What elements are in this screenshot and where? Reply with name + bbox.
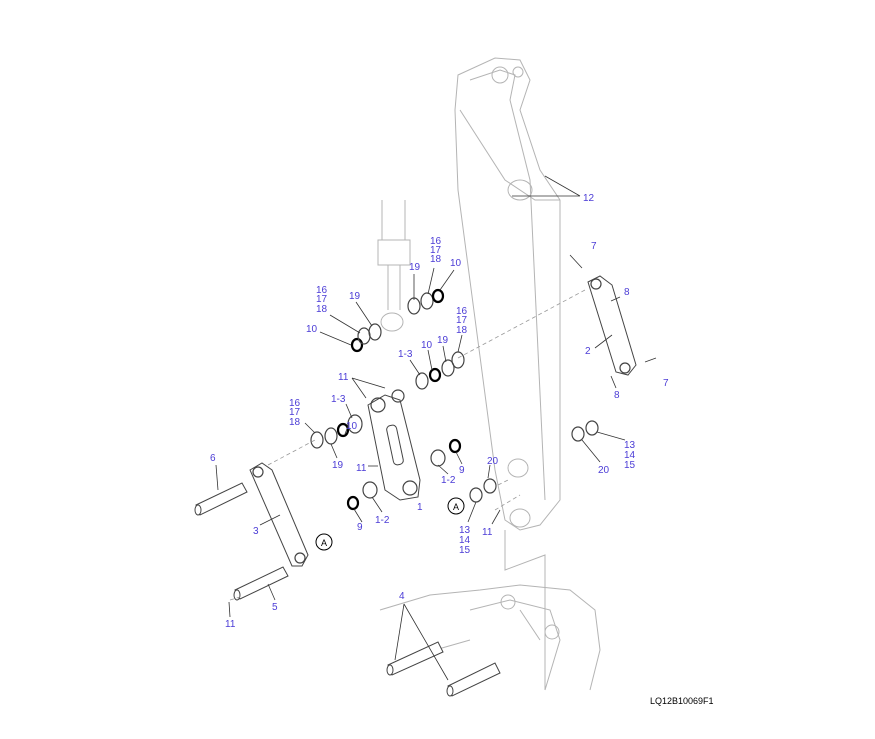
callout: 17 [430, 245, 442, 256]
pins [194, 482, 501, 697]
callout: 16 [316, 285, 328, 296]
link-3 [249, 462, 309, 567]
svg-text:A: A [321, 538, 327, 548]
callout: 8 [614, 390, 620, 401]
assembly-axes [229, 289, 586, 601]
callout: 17 [316, 294, 328, 305]
callout: 16 [289, 398, 301, 409]
callout: 7 [663, 378, 669, 389]
callout: 18 [456, 325, 468, 336]
callout: 11 [338, 372, 349, 383]
leader-lines [215, 175, 626, 681]
callout: 10 [346, 421, 358, 432]
callout: 18 [316, 304, 328, 315]
callout: 11 [482, 527, 493, 538]
callout: 13 [624, 440, 636, 451]
callout: 16 [456, 306, 468, 317]
callout: 1-2 [441, 475, 456, 486]
callout: 3 [253, 526, 259, 537]
callout: 15 [459, 545, 471, 556]
reference-marker-a: A [315, 533, 333, 551]
callout: 1 [417, 502, 423, 513]
callout: 20 [487, 456, 499, 467]
arm-boom [454, 57, 561, 690]
callout: 18 [430, 254, 442, 265]
callout-labels: 12 7 8 2 7 8 13 14 15 20 16 17 18 19 10 … [210, 193, 669, 630]
callout: 19 [349, 291, 361, 302]
callout: 14 [624, 450, 636, 461]
callout: 15 [624, 460, 636, 471]
callout: 12 [583, 193, 595, 204]
callout: 7 [591, 241, 597, 252]
callout: 10 [421, 340, 433, 351]
callout: 1-3 [331, 394, 346, 405]
callout: 18 [289, 417, 301, 428]
callout: 19 [332, 460, 344, 471]
callout: 9 [459, 465, 465, 476]
callout: 9 [357, 522, 363, 533]
drawing-code: LQ12B10069F1 [650, 696, 714, 706]
bucket [379, 584, 601, 691]
callout: 1-2 [375, 515, 390, 526]
callout: 17 [456, 315, 468, 326]
callout: 8 [624, 287, 630, 298]
callout: 10 [450, 258, 462, 269]
link-1 [367, 389, 421, 501]
callout: 2 [585, 346, 591, 357]
svg-text:A: A [453, 502, 459, 512]
callout: 4 [399, 591, 405, 602]
bucket-cylinder [377, 200, 411, 332]
link-2 [569, 254, 657, 376]
callout: 19 [409, 262, 421, 273]
callout: 14 [459, 535, 471, 546]
callout: 11 [225, 619, 236, 630]
callout: 10 [306, 324, 318, 335]
callout: 17 [289, 407, 301, 418]
callout: 16 [430, 236, 442, 247]
callout: 11 [356, 463, 367, 474]
callout: 5 [272, 602, 278, 613]
callout: 6 [210, 453, 216, 464]
callout: 19 [437, 335, 449, 346]
callout: 20 [598, 465, 610, 476]
reference-marker-a: A [447, 497, 465, 515]
rings-and-bushings [310, 288, 599, 511]
callout: 1-3 [398, 349, 413, 360]
callout: 13 [459, 525, 471, 536]
